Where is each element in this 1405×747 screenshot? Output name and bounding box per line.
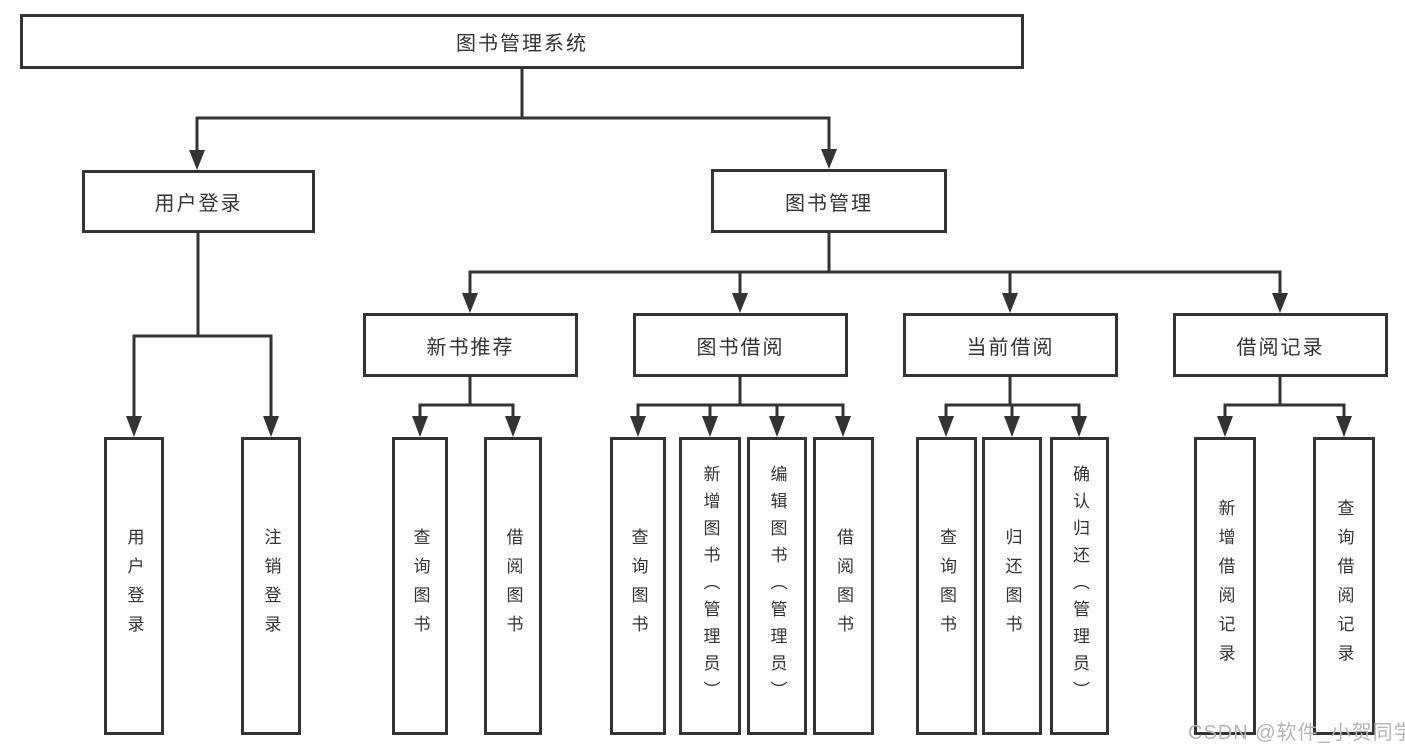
csdn-watermark: CSDN @软件_小贺同学 xyxy=(1188,722,1405,744)
leaf-label: 注销登录 xyxy=(261,528,281,644)
arrowhead-icon xyxy=(1004,416,1020,437)
leaf-label: 编辑图书（管理员） xyxy=(767,464,787,708)
node-new-book-recommend: 新书推荐 xyxy=(363,313,578,377)
arrowhead-icon xyxy=(1336,416,1352,437)
arrowhead-icon xyxy=(263,416,279,437)
arrowhead-icon xyxy=(938,416,954,437)
leaf-query-books-recommend: 查询图书 xyxy=(392,437,448,735)
node-user-login: 用户登录 xyxy=(82,170,315,233)
leaf-add-book-admin: 新增图书（管理员） xyxy=(679,437,741,735)
leaf-label: 借阅图书 xyxy=(503,528,523,644)
leaf-user-login: 用户登录 xyxy=(104,437,164,735)
node-book-borrowing: 图书借阅 xyxy=(633,313,848,377)
arrowhead-icon xyxy=(732,293,748,313)
leaf-query-books-current: 查询图书 xyxy=(916,437,977,735)
node-library-system: 图书管理系统 xyxy=(20,14,1024,69)
arrowhead-icon xyxy=(821,149,837,169)
node-label: 借阅记录 xyxy=(1236,336,1325,359)
arrowhead-icon xyxy=(126,416,142,437)
node-label: 图书管理 xyxy=(785,192,873,215)
node-current-borrowing: 当前借阅 xyxy=(903,313,1118,377)
arrowhead-icon xyxy=(630,416,646,437)
leaf-label: 查询图书 xyxy=(937,528,956,644)
leaf-label: 查询图书 xyxy=(410,528,430,644)
node-label: 图书借阅 xyxy=(696,336,785,359)
leaf-label: 用户登录 xyxy=(124,528,144,644)
leaf-borrow-books: 借阅图书 xyxy=(813,437,874,735)
leaf-label: 新增图书（管理员） xyxy=(700,464,720,708)
node-label: 用户登录 xyxy=(154,193,243,215)
arrowhead-icon xyxy=(412,416,428,437)
leaf-confirm-return-admin: 确认归还（管理员） xyxy=(1050,437,1109,735)
node-label: 新书推荐 xyxy=(426,336,515,359)
leaf-query-books-borrow: 查询图书 xyxy=(610,437,666,735)
node-label: 当前借阅 xyxy=(966,336,1055,359)
leaf-logout: 注销登录 xyxy=(241,437,301,735)
leaf-return-book: 归还图书 xyxy=(982,437,1042,735)
leaf-label: 查询借阅记录 xyxy=(1334,499,1354,673)
leaf-edit-book-admin: 编辑图书（管理员） xyxy=(747,437,807,735)
arrowhead-icon xyxy=(1071,416,1087,437)
arrowhead-icon xyxy=(462,293,478,313)
arrowhead-icon xyxy=(189,150,205,170)
node-label: 图书管理系统 xyxy=(456,33,588,55)
arrowhead-icon xyxy=(1272,293,1288,313)
leaf-label: 查询图书 xyxy=(628,528,648,644)
leaf-add-borrow-record: 新增借阅记录 xyxy=(1194,437,1256,735)
arrowhead-icon xyxy=(835,416,851,437)
node-book-management: 图书管理 xyxy=(711,169,947,233)
arrowhead-icon xyxy=(1002,293,1018,313)
leaf-query-borrow-record: 查询借阅记录 xyxy=(1313,437,1375,735)
node-borrowing-records: 借阅记录 xyxy=(1173,313,1388,377)
leaf-label: 归还图书 xyxy=(1002,528,1022,644)
arrowhead-icon xyxy=(702,416,718,437)
leaf-borrow-books-recommend: 借阅图书 xyxy=(484,437,542,735)
arrowhead-icon xyxy=(1217,416,1233,437)
arrowhead-icon xyxy=(505,416,521,437)
leaf-label: 借阅图书 xyxy=(834,528,853,644)
leaf-label: 确认归还（管理员） xyxy=(1070,464,1089,708)
leaf-label: 新增借阅记录 xyxy=(1215,499,1235,673)
arrowhead-icon xyxy=(769,416,785,437)
